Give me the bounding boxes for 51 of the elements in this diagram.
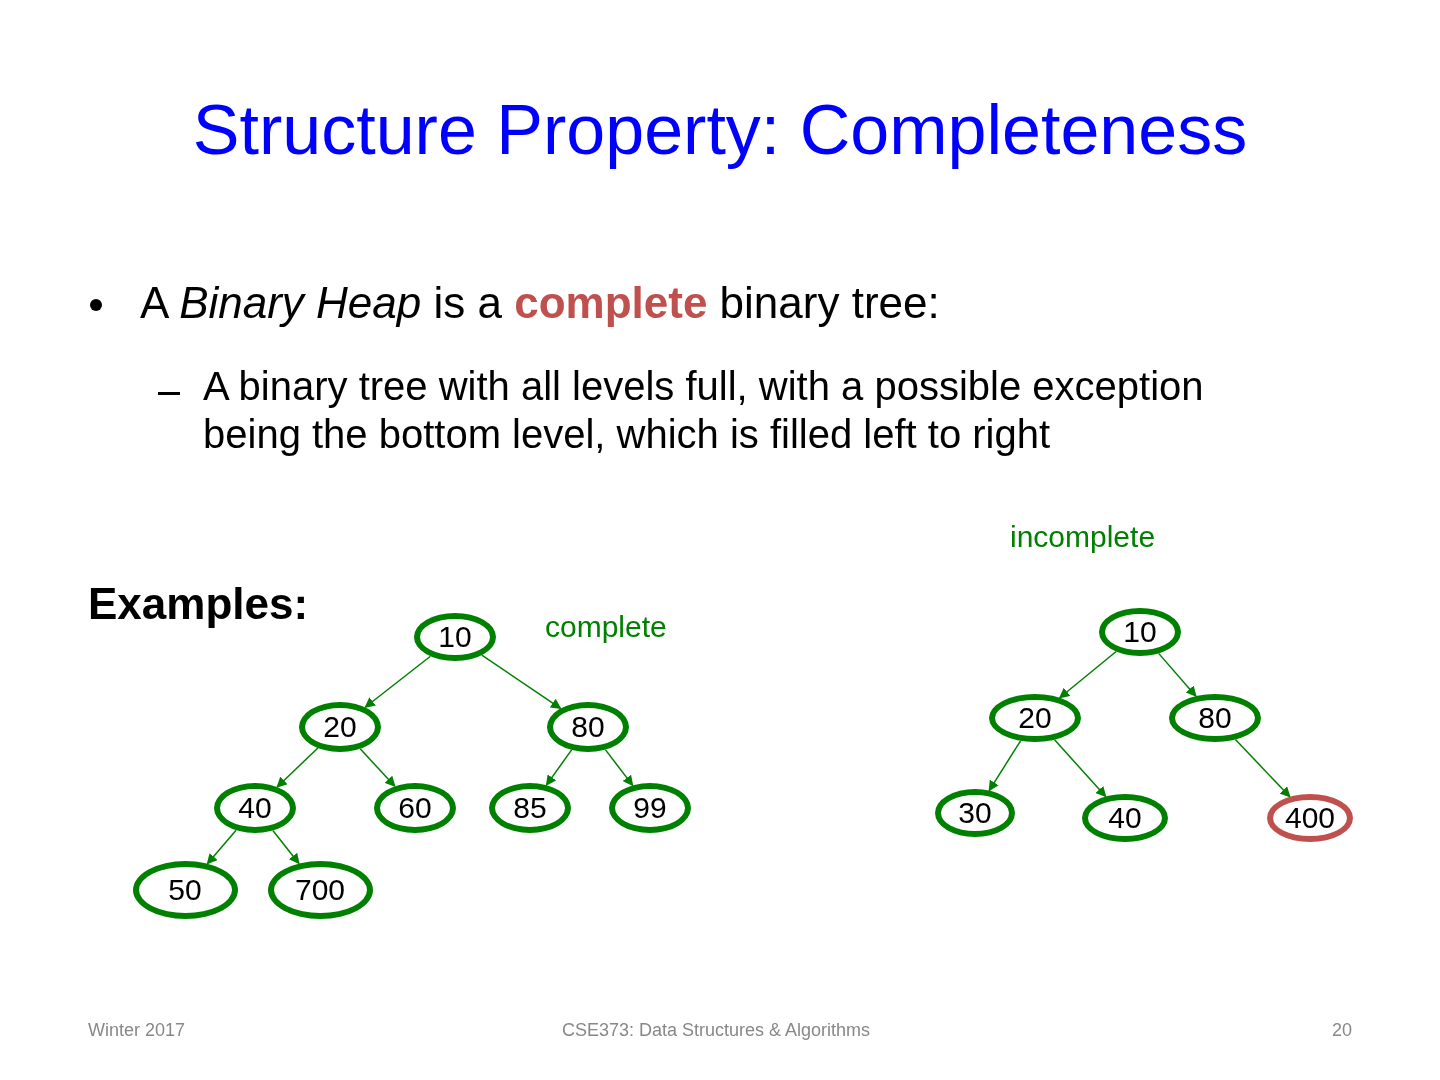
- tree-node-ellipse: [1099, 608, 1181, 656]
- tree-node-ellipse: [299, 702, 381, 752]
- arrow: [1058, 650, 1117, 699]
- arrow: [272, 829, 300, 865]
- arrow: [364, 655, 432, 709]
- node-value: 60: [398, 793, 432, 823]
- node-value: 30: [958, 798, 992, 828]
- node-value: 20: [323, 712, 357, 742]
- tree-caption: incomplete: [1010, 520, 1156, 554]
- bullet-text: A Binary Heap is a complete binary tree:: [140, 277, 941, 329]
- tree-node-ellipse: [374, 783, 456, 833]
- tree-node-ellipse: [935, 789, 1015, 837]
- arrow: [1157, 652, 1197, 697]
- tree-node-ellipse: [609, 783, 691, 833]
- footer-text: CSE373: Data Structures & Algorithms: [561, 1020, 871, 1041]
- node-value: 10: [1123, 617, 1157, 647]
- arrow: [481, 654, 562, 710]
- tree-node-ellipse: [989, 694, 1081, 742]
- tree-node-ellipse: [1082, 794, 1168, 842]
- tree-node-ellipse: [214, 783, 296, 833]
- node-value: 50: [168, 875, 202, 905]
- tree-node-ellipse: [1267, 794, 1353, 842]
- node-value: 80: [571, 712, 605, 742]
- node-value: 40: [238, 793, 272, 823]
- footer-text: 20: [1331, 1020, 1352, 1041]
- node-value: 85: [513, 793, 547, 823]
- footer-text: Winter 2017: [88, 1020, 186, 1041]
- arrow: [1053, 738, 1107, 798]
- tree-caption: complete: [545, 610, 667, 644]
- section-heading: Examples:: [88, 578, 310, 630]
- tree-node-ellipse: [1169, 694, 1261, 742]
- node-value: 99: [633, 793, 667, 823]
- tree-node-ellipse: [267, 861, 373, 919]
- arrow: [1234, 738, 1291, 798]
- node-value: 80: [1198, 703, 1232, 733]
- node-value: 700: [294, 875, 346, 905]
- arrow: [276, 747, 319, 788]
- arrow: [545, 749, 573, 786]
- tree-node-ellipse: [132, 861, 238, 919]
- arrow: [206, 829, 237, 865]
- arrow: [604, 748, 634, 787]
- arrow: [359, 748, 396, 787]
- node-value: 40: [1108, 803, 1142, 833]
- node-value: 20: [1018, 703, 1052, 733]
- tree-node-ellipse: [489, 783, 571, 833]
- tree-node-ellipse: [414, 613, 496, 661]
- arrow: [988, 740, 1022, 792]
- node-value: 10: [438, 622, 472, 652]
- tree-node-ellipse: [547, 702, 629, 752]
- bullet-text: A binary tree with all levels full, with a possible exception being the bottom level, which is filled left to right: [203, 363, 1205, 458]
- node-value: 400: [1284, 803, 1336, 833]
